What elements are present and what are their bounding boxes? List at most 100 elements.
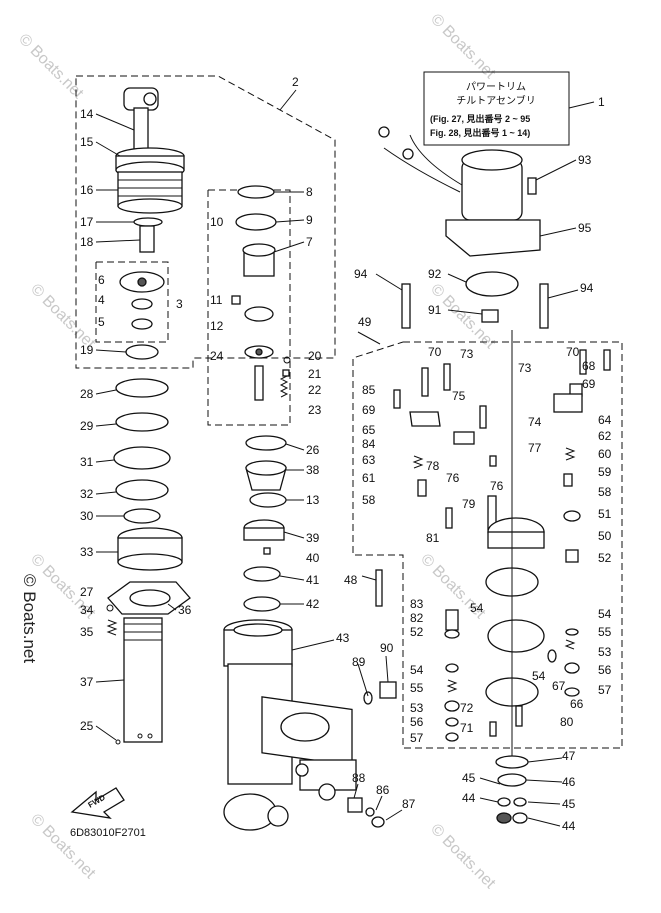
callout-42: 42: [306, 597, 320, 611]
header-fig-2: Fig. 28, 見出番号 1 ~ 14): [430, 127, 530, 138]
callout-6: 6: [98, 273, 105, 287]
callout-13: 13: [306, 493, 320, 507]
callout-94b: 94: [580, 281, 594, 295]
callout-85: 85: [362, 383, 376, 397]
callout-20: 20: [308, 349, 322, 363]
callout-56b: 56: [598, 663, 612, 677]
callout-52b: 52: [598, 551, 612, 565]
callout-83: 83: [410, 597, 424, 611]
callout-38: 38: [306, 463, 320, 477]
callout-74: 74: [528, 415, 542, 429]
callout-50: 50: [598, 529, 612, 543]
callout-31: 31: [80, 455, 94, 469]
callout-95: 95: [578, 221, 592, 235]
callout-66: 66: [570, 697, 584, 711]
header-title-1: パワートリム: [466, 81, 526, 93]
callout-60: 60: [598, 447, 612, 461]
callout-75: 75: [452, 389, 466, 403]
callout-64: 64: [598, 413, 612, 427]
callout-79: 79: [462, 497, 476, 511]
callout-14: 14: [80, 107, 94, 121]
callout-32: 32: [80, 487, 94, 501]
callout-8: 8: [306, 185, 313, 199]
callout-70a: 70: [428, 345, 442, 359]
callout-3: 3: [176, 297, 183, 311]
callout-47: 47: [562, 749, 576, 763]
callout-57b: 57: [598, 683, 612, 697]
callout-94a: 94: [354, 267, 368, 281]
callout-54a: 54: [470, 601, 484, 615]
callout-54c: 54: [410, 663, 424, 677]
callout-24: 24: [210, 349, 224, 363]
callout-33: 33: [80, 545, 94, 559]
callout-30: 30: [80, 509, 94, 523]
callout-89: 89: [352, 655, 366, 669]
callout-58a: 58: [362, 493, 376, 507]
callout-43: 43: [336, 631, 350, 645]
callout-53b: 53: [598, 645, 612, 659]
fwd-arrow-icon: FWD: [70, 787, 125, 819]
callout-57a: 57: [410, 731, 424, 745]
callout-54d: 54: [532, 669, 546, 683]
callout-23: 23: [308, 403, 322, 417]
callout-44b: 44: [562, 819, 576, 833]
callout-17: 17: [80, 215, 94, 229]
header-box: パワートリム チルトアセンブリ (Fig. 27, 見出番号 2 ~ 95 Fi…: [423, 71, 595, 146]
callout-55b: 55: [598, 625, 612, 639]
callout-77: 77: [528, 441, 542, 455]
callout-45b: 45: [562, 797, 576, 811]
callout-65: 65: [362, 423, 376, 437]
callout-56a: 56: [410, 715, 424, 729]
callout-76b: 76: [490, 479, 504, 493]
callout-37: 37: [80, 675, 94, 689]
callout-62: 62: [598, 429, 612, 443]
callout-21: 21: [308, 367, 322, 381]
pump-assembly: [375, 283, 611, 824]
callout-41: 41: [306, 573, 320, 587]
callout-70b: 70: [566, 345, 580, 359]
fittings: [347, 681, 397, 828]
callout-82: 82: [410, 611, 424, 625]
callout-78: 78: [426, 459, 440, 473]
callout-40: 40: [306, 551, 320, 565]
callout-53a: 53: [410, 701, 424, 715]
callout-58b: 58: [598, 485, 612, 499]
tilt-housing: [223, 619, 357, 831]
callout-9: 9: [306, 213, 313, 227]
trim-motor: [378, 126, 541, 323]
callout-10: 10: [210, 215, 224, 229]
callout-15: 15: [80, 135, 94, 149]
callout-22: 22: [308, 383, 322, 397]
callout-4: 4: [98, 293, 105, 307]
callout-27: 27: [80, 585, 94, 599]
callout-63: 63: [362, 453, 376, 467]
callout-72: 72: [460, 701, 474, 715]
watermark: © Boats.net: [27, 281, 99, 353]
callout-84: 84: [362, 437, 376, 451]
callout-73b: 73: [518, 361, 532, 375]
callout-61: 61: [362, 471, 376, 485]
callout-46: 46: [562, 775, 576, 789]
callout-25: 25: [80, 719, 94, 733]
callout-73a: 73: [460, 347, 474, 361]
center-parts-stack: [231, 185, 291, 612]
diagram-code: 6D83010F2701: [70, 827, 146, 839]
callout-labels: 1 2 3 4 5 6 7 8 9 10 11 12 13 14 15 16 1…: [80, 75, 612, 833]
callout-93: 93: [578, 153, 592, 167]
header-fig-1: (Fig. 27, 見出番号 2 ~ 95: [430, 113, 530, 124]
callout-16: 16: [80, 183, 94, 197]
callout-2: 2: [292, 75, 299, 89]
callout-80: 80: [560, 715, 574, 729]
callout-44a: 44: [462, 791, 476, 805]
callout-67: 67: [552, 679, 566, 693]
callout-90: 90: [380, 641, 394, 655]
callout-49: 49: [358, 315, 372, 329]
callout-88: 88: [352, 771, 366, 785]
callout-76a: 76: [446, 471, 460, 485]
callout-52a: 52: [410, 625, 424, 639]
callout-5: 5: [98, 315, 105, 329]
callout-36: 36: [178, 603, 192, 617]
side-watermark: © Boats.net: [20, 574, 39, 663]
callout-7: 7: [306, 235, 313, 249]
